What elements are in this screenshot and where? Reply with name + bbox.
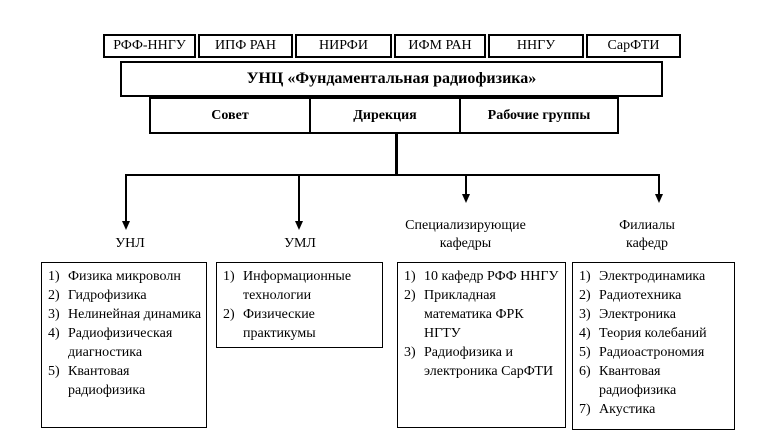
connector-unl — [125, 174, 127, 221]
institution-label: ИФМ РАН — [408, 38, 472, 53]
institution-label: СарФТИ — [607, 38, 660, 53]
institution-box-sarfti: СарФТИ — [586, 34, 681, 58]
institution-label: НИРФИ — [319, 38, 368, 53]
institution-box-nirfi: НИРФИ — [295, 34, 392, 58]
center-title: УНЦ «Фундаментальная радиофизика» — [246, 70, 537, 87]
directorate-box: Дирекция — [309, 97, 461, 134]
institution-box-nngu: ННГУ — [488, 34, 584, 58]
list-item: 2)Прикладная математика ФРК НГТУ — [404, 288, 524, 341]
list-item: 3)Радиофизика и электроника СарФТИ — [404, 345, 554, 379]
list-item: 7)Акустика — [579, 402, 656, 417]
list-item: 2)Физические практикумы — [223, 307, 316, 341]
connector-branches — [658, 174, 660, 194]
institution-box-ifm-ran: ИФМ РАН — [394, 34, 486, 58]
institution-box-rff-nngu: РФФ-ННГУ — [103, 34, 196, 58]
list-branches: 1)Электродинамика 2)Радиотехника 3)Элект… — [572, 262, 735, 430]
branch-label-uml: УМЛ — [284, 236, 316, 251]
branch-label-branches: Филиалы кафедр — [619, 218, 675, 251]
branch-label-unl: УНЛ — [115, 236, 145, 251]
list-item: 1)10 кафедр РФФ ННГУ — [404, 269, 559, 284]
arrow-down-icon — [462, 194, 470, 203]
list-item: 1)Физика микроволн — [48, 269, 181, 284]
working-groups-label: Рабочие группы — [487, 107, 591, 123]
list-item: 4)Радиофизическая диагностика — [48, 326, 173, 360]
list-unl: 1)Физика микроволн 2)Гидрофизика 3)Нелин… — [41, 262, 207, 428]
list-item: 5)Квантовая радиофизика — [48, 364, 146, 398]
list-item: 1)Электродинамика — [579, 269, 706, 284]
branch-label-departments: Специализирующие кафедры — [405, 218, 526, 251]
trunk-connector — [395, 134, 398, 176]
list-item: 4)Теория колебаний — [579, 326, 707, 341]
list-item: 2)Радиотехника — [579, 288, 682, 303]
branch-bus-connector — [125, 174, 660, 176]
working-groups-box: Рабочие группы — [459, 97, 619, 134]
connector-uml — [298, 174, 300, 221]
institution-box-ipf-ran: ИПФ РАН — [198, 34, 293, 58]
arrow-down-icon — [122, 221, 130, 230]
institution-label: ННГУ — [516, 38, 556, 53]
institution-label: РФФ-ННГУ — [113, 38, 186, 53]
council-label: Совет — [211, 107, 249, 123]
council-box: Совет — [149, 97, 311, 134]
list-item: 2)Гидрофизика — [48, 288, 147, 303]
list-item: 3)Нелинейная динамика — [48, 307, 202, 322]
institution-label: ИПФ РАН — [215, 38, 276, 53]
list-departments: 1)10 кафедр РФФ ННГУ 2)Прикладная матема… — [397, 262, 566, 428]
list-uml: 1)Информационные технологии 2)Физические… — [216, 262, 383, 348]
connector-departments — [465, 174, 467, 194]
list-item: 6)Квантовая радиофизика — [579, 364, 677, 398]
arrow-down-icon — [295, 221, 303, 230]
list-item: 3)Электроника — [579, 307, 676, 322]
arrow-down-icon — [655, 194, 663, 203]
list-item: 1)Информационные технологии — [223, 269, 352, 303]
directorate-label: Дирекция — [353, 107, 417, 123]
center-title-box: УНЦ «Фундаментальная радиофизика» — [120, 61, 663, 97]
list-item: 5)Радиоастрономия — [579, 345, 705, 360]
